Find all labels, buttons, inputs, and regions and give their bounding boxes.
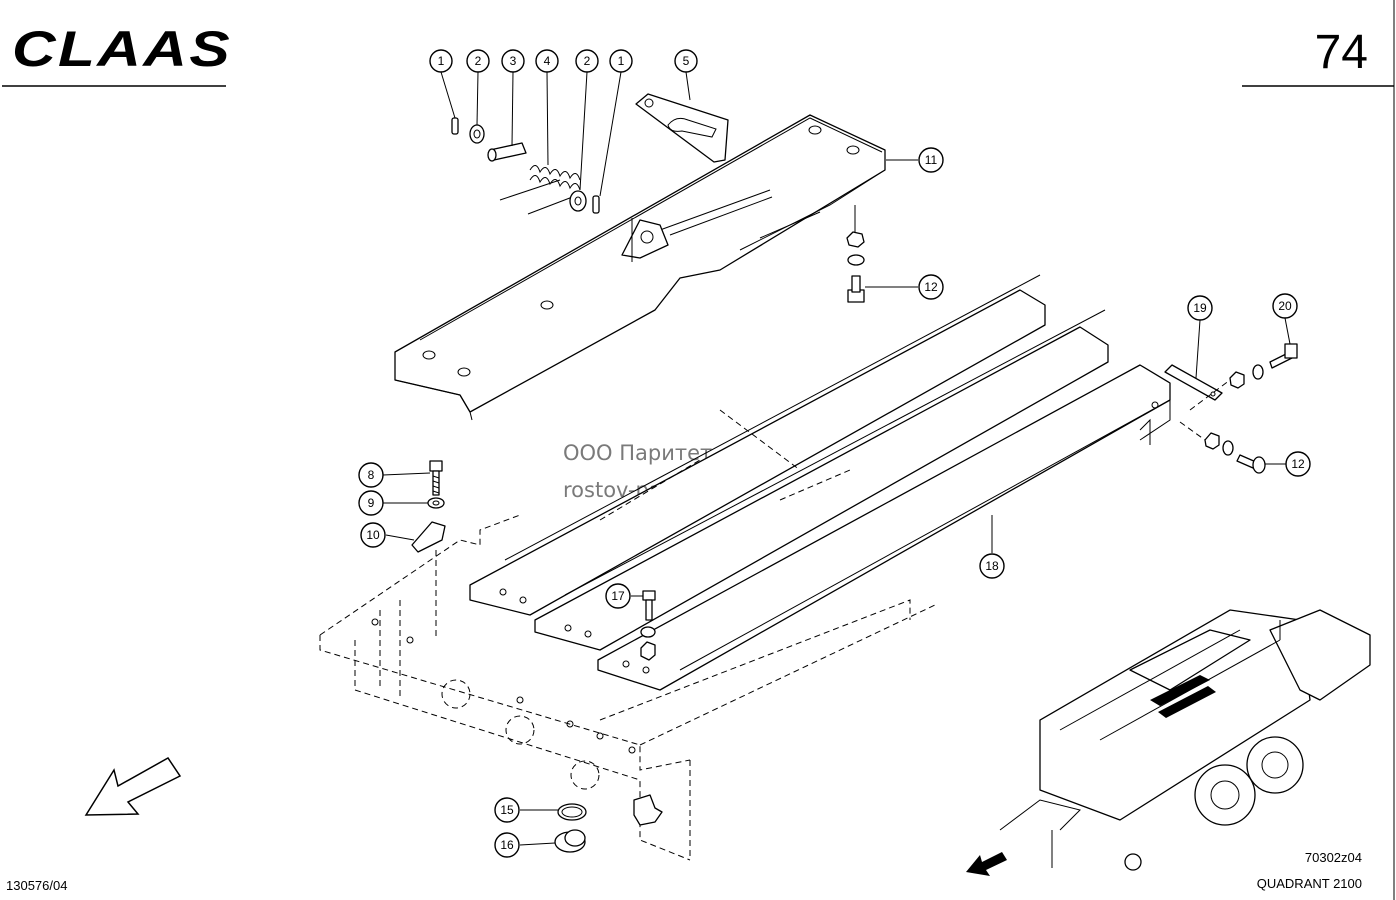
svg-text:12: 12	[924, 280, 938, 294]
spring-part-4	[499, 165, 581, 215]
callout-2b: 2	[575, 49, 599, 73]
svg-text:8: 8	[368, 468, 375, 482]
callout-12b: 12	[1285, 451, 1311, 477]
callout-1b: 1	[609, 49, 633, 73]
strap-part-19	[1164, 364, 1223, 401]
plate-part-5	[635, 93, 729, 163]
svg-text:10: 10	[366, 528, 380, 542]
bolt-set-12b	[1179, 379, 1266, 474]
callout-5: 5	[674, 49, 698, 73]
svg-text:2: 2	[475, 54, 482, 68]
direction-arrow-small	[966, 852, 1007, 876]
callout-20: 20	[1272, 293, 1298, 319]
bolt-set-20	[1229, 343, 1298, 389]
svg-text:9: 9	[368, 496, 375, 510]
washer-part-9	[427, 497, 445, 509]
callout-18: 18	[979, 553, 1005, 579]
drawing-code: 70302z04	[1305, 850, 1362, 865]
callout-1a: 1	[429, 49, 453, 73]
svg-text:19: 19	[1193, 301, 1207, 315]
clamp-part-10	[411, 521, 446, 640]
circlip-part-15	[557, 803, 587, 821]
svg-text:1: 1	[438, 54, 445, 68]
callout-19: 19	[1187, 295, 1213, 321]
callout-11: 11	[918, 147, 944, 173]
doc-number: 130576/04	[6, 878, 67, 893]
baler-overview-illustration	[999, 609, 1371, 871]
pin-part-3	[487, 142, 527, 162]
svg-text:16: 16	[500, 838, 514, 852]
bolt-part-17	[640, 590, 656, 661]
brand-logo: CLAAS	[12, 21, 232, 77]
bolt-set-12a	[846, 205, 865, 303]
callout-17: 17	[605, 583, 631, 609]
bushing-part-16	[554, 829, 586, 853]
washer-part-2b	[569, 190, 587, 212]
svg-text:5: 5	[683, 54, 690, 68]
svg-text:15: 15	[500, 803, 514, 817]
svg-text:20: 20	[1278, 299, 1292, 313]
rails-part-18	[469, 274, 1171, 691]
leader-lines	[382, 71, 1291, 846]
model-name: QUADRANT 2100	[1257, 876, 1362, 891]
svg-text:12: 12	[1291, 457, 1305, 471]
pin-part-1a	[451, 117, 459, 135]
svg-text:17: 17	[611, 589, 625, 603]
svg-text:1: 1	[618, 54, 625, 68]
footer: 130576/04 70302z04 QUADRANT 2100	[6, 850, 1362, 893]
chassis-dashed	[319, 514, 936, 861]
callout-12a: 12	[918, 274, 944, 300]
pin-part-1b	[592, 195, 600, 214]
callout-9: 9	[358, 490, 384, 516]
svg-text:4: 4	[544, 54, 551, 68]
callout-3: 3	[501, 49, 525, 73]
callout-16: 16	[494, 832, 520, 858]
svg-text:11: 11	[925, 153, 938, 167]
svg-text:2: 2	[584, 54, 591, 68]
callout-4: 4	[535, 49, 559, 73]
callout-2a: 2	[466, 49, 490, 73]
svg-text:3: 3	[510, 54, 517, 68]
callout-10: 10	[360, 522, 386, 548]
callout-15: 15	[494, 797, 520, 823]
svg-text:18: 18	[985, 559, 999, 573]
washer-part-2a	[469, 124, 485, 144]
main-frame-part-11	[394, 114, 886, 421]
bolt-part-8	[429, 460, 443, 496]
direction-arrow-large	[84, 757, 182, 816]
callout-8: 8	[358, 462, 384, 488]
page-number: 74	[1315, 26, 1368, 79]
watermark-company: ООО Паритет	[563, 441, 712, 465]
